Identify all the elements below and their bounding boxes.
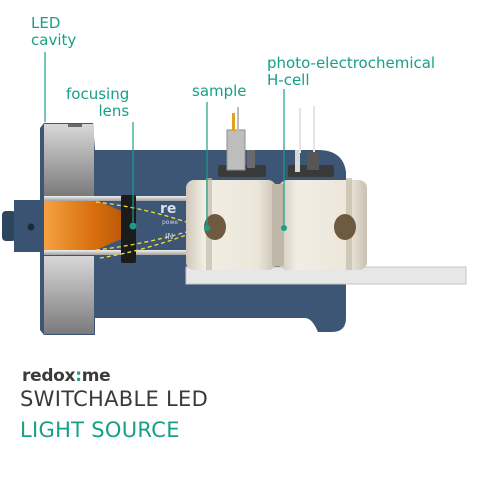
device-illustration: re powe IN	[2, 52, 467, 335]
device-logo-text: re	[160, 201, 176, 217]
led-housing	[44, 124, 94, 196]
h-cell	[186, 178, 367, 270]
brand-prefix: redox	[22, 366, 76, 386]
electrode-right	[295, 150, 300, 172]
led-cavity-dot	[27, 223, 35, 231]
brand-logo: redox:me	[22, 366, 111, 386]
h-cell-label: photo-electrochemical H-cell	[267, 54, 436, 89]
device-in-text: IN	[165, 232, 173, 241]
device-power-text: powe	[162, 219, 178, 226]
led-cavity-label: LED cavity	[31, 14, 77, 49]
brand-accent: :	[75, 366, 82, 386]
led-light-cone	[44, 200, 128, 250]
rail-top	[44, 196, 194, 201]
side-knob	[2, 211, 16, 241]
focusing-lens-label: focusing lens	[66, 85, 130, 120]
electrode-sample	[226, 129, 246, 171]
device-svg: re powe IN	[2, 52, 467, 335]
rail-bottom	[44, 250, 194, 255]
title-line-1: SWITCHABLE LED	[20, 387, 209, 411]
leader-lines	[44, 52, 285, 225]
title-line-2: LIGHT SOURCE	[20, 418, 180, 442]
sample-label: sample	[192, 82, 247, 100]
brand-suffix: me	[81, 366, 111, 386]
